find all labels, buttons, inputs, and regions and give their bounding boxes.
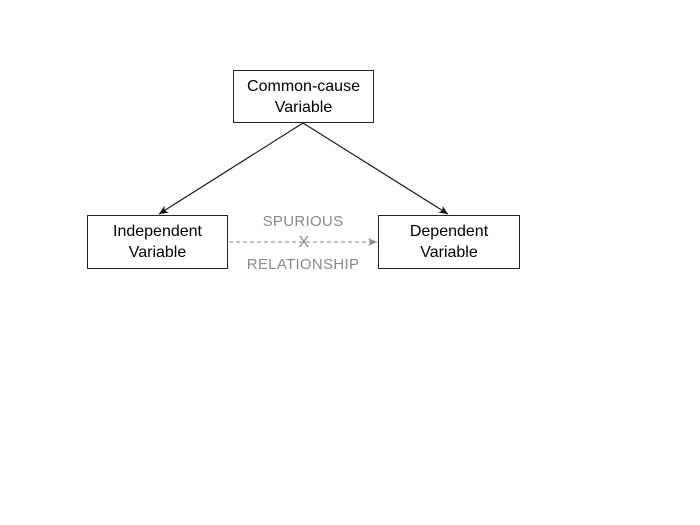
spurious-x-mark: X bbox=[298, 234, 310, 251]
node-common-cause-line1: Common-cause bbox=[247, 77, 360, 95]
node-independent-line2: Variable bbox=[128, 244, 187, 261]
node-dependent-line2: Variable bbox=[420, 244, 478, 261]
node-dependent-variable: Dependent Variable bbox=[378, 215, 520, 269]
node-dependent-line1: Dependent bbox=[409, 223, 489, 240]
node-common-cause-variable: Common-cause Variable bbox=[233, 70, 374, 123]
node-independent-variable: Independent Variable bbox=[87, 215, 228, 269]
edge-common-to-independent bbox=[158, 122, 304, 215]
spurious-label-top: SPURIOUS bbox=[262, 213, 344, 230]
edge-common-to-dependent bbox=[302, 122, 449, 215]
node-common-cause-line2: Variable bbox=[274, 98, 333, 116]
node-independent-line1: Independent bbox=[113, 223, 202, 240]
spurious-label-bottom: RELATIONSHIP bbox=[246, 256, 360, 273]
